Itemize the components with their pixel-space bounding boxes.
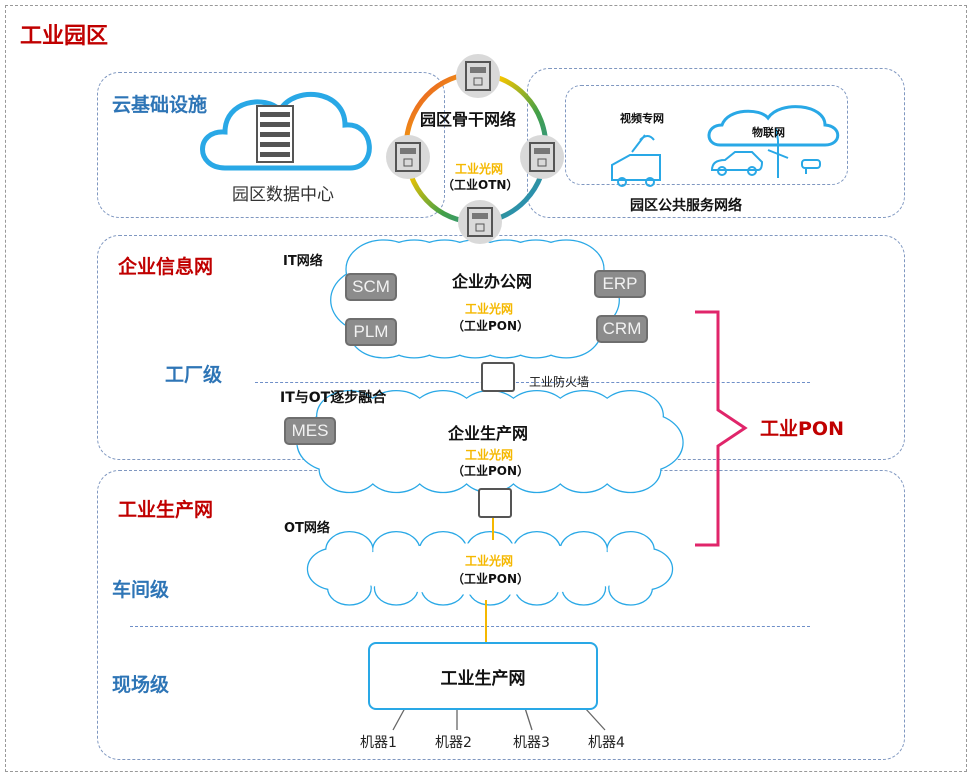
fusion-label: IT与OT逐步融合 [280, 390, 387, 406]
iot-label: 物联网 [752, 126, 785, 139]
camera-icon [801, 159, 821, 174]
mes-system: MES [284, 417, 336, 445]
machine-4: 机器4 [588, 735, 625, 751]
field-network-label: 工业生产网 [440, 668, 526, 689]
firewall-icon-2 [478, 488, 512, 518]
datacenter-label: 园区数据中心 [232, 185, 334, 205]
enterprise-info-label: 企业信息网 [118, 256, 214, 278]
wind-turbine-icon [767, 127, 789, 178]
backbone-optical: 工业光网 [455, 162, 504, 176]
plm-system: PLM [345, 318, 397, 346]
pon-bracket [695, 310, 748, 547]
machine-1: 机器1 [360, 735, 397, 751]
workshop-level-label: 车间级 [112, 579, 170, 601]
office-net-label: 企业办公网 [452, 272, 533, 291]
otn-node-top [456, 54, 500, 98]
ot-optical: 工业光网 [465, 554, 514, 568]
production-pon: （工业PON） [452, 464, 530, 478]
it-net-label: IT网络 [283, 254, 323, 269]
factory-level-label: 工厂级 [165, 364, 223, 386]
factory-divider [255, 382, 810, 383]
ot-net-label: OT网络 [284, 521, 330, 536]
office-optical: 工业光网 [465, 302, 514, 316]
production-optical: 工业光网 [465, 448, 514, 462]
server-icon [256, 105, 294, 163]
video-van-icon [611, 134, 661, 187]
office-pon: （工业PON） [452, 319, 530, 333]
industrial-prod-label: 工业生产网 [118, 499, 214, 521]
ot-cloud [306, 531, 674, 606]
machine-links [392, 707, 606, 731]
scm-system: SCM [345, 273, 397, 301]
cloud-infra-label: 云基础设施 [112, 94, 208, 116]
otn-node-right [520, 135, 564, 179]
machine-2: 机器2 [435, 735, 472, 751]
backbone-label: 园区骨干网络 [420, 110, 517, 129]
car-icon [710, 151, 764, 176]
backbone-otn: （工业OTN） [442, 178, 519, 192]
iot-cloud [707, 105, 840, 147]
field-level-label: 现场级 [112, 674, 170, 696]
ot-pon: （工业PON） [452, 572, 530, 586]
erp-system: ERP [594, 270, 646, 298]
public-service-label: 园区公共服务网络 [630, 198, 742, 214]
outer-frame [5, 5, 967, 772]
field-divider [130, 626, 810, 627]
firewall-icon [481, 362, 515, 392]
page-title: 工业园区 [20, 24, 109, 49]
firewall-label: 工业防火墙 [529, 375, 590, 389]
cloud-infra-box [97, 72, 445, 218]
field-network-box: 工业生产网 [368, 642, 598, 710]
production-net-label: 企业生产网 [448, 424, 529, 443]
machine-3: 机器3 [513, 735, 550, 751]
production-cloud [296, 389, 684, 494]
pon-bracket-label: 工业PON [760, 418, 844, 440]
crm-system: CRM [596, 315, 648, 343]
public-service-inner-box [565, 85, 848, 185]
otn-node-bottom [458, 200, 502, 244]
otn-node-left [386, 135, 430, 179]
video-net-label: 视频专网 [620, 112, 664, 125]
